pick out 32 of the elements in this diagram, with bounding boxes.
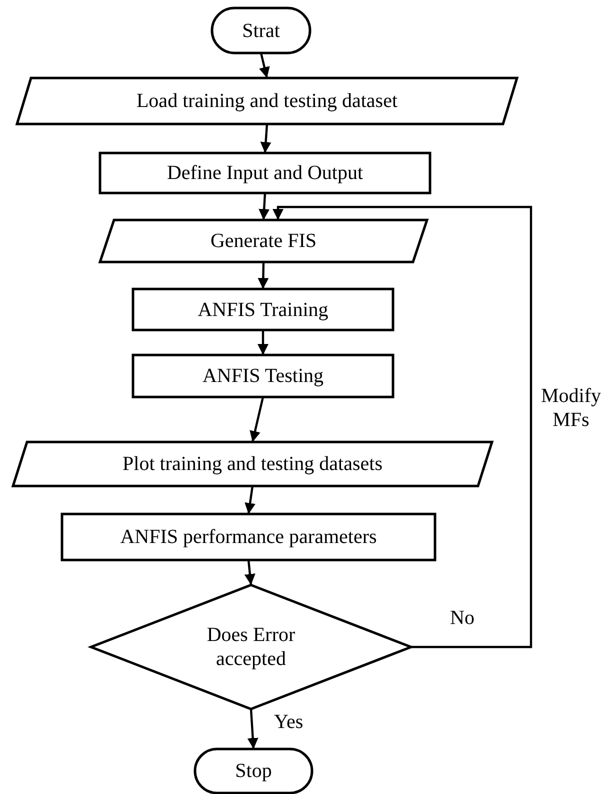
arrow: [258, 192, 270, 220]
node-label: ANFIS performance parameters: [120, 525, 377, 549]
edge-label: No: [450, 606, 474, 630]
output-parallelogram: [13, 442, 492, 486]
arrow: [272, 206, 532, 648]
input-parallelogram: [100, 220, 427, 262]
start-terminal: [212, 8, 310, 53]
process-box: [133, 355, 393, 397]
node-label: Define Input and Output: [166, 161, 364, 185]
node-label: Stop: [235, 759, 272, 783]
node-label: ANFIS Testing: [202, 364, 324, 388]
note-label: Modify MFs: [540, 384, 602, 432]
node-label: Load training and testing dataset: [136, 89, 398, 113]
arrow: [260, 124, 272, 154]
stop-terminal: [195, 749, 312, 793]
input-parallelogram: [17, 78, 517, 124]
arrow: [258, 262, 269, 290]
node-label: Does Error accepted: [206, 623, 296, 671]
process-box: [62, 514, 435, 560]
arrow: [258, 330, 268, 355]
arrow: [244, 560, 256, 586]
node-label: Strat: [242, 18, 280, 42]
node-label: Plot training and testing datasets: [122, 452, 382, 476]
arrow: [244, 486, 256, 514]
node-label: Generate FIS: [210, 229, 317, 253]
arrow: [247, 708, 258, 750]
process-box: [100, 153, 430, 193]
edge-label: Yes: [274, 710, 304, 734]
process-box: [133, 289, 393, 330]
arrow: [250, 396, 264, 442]
node-label: ANFIS Training: [198, 298, 328, 322]
arrow: [259, 52, 270, 78]
